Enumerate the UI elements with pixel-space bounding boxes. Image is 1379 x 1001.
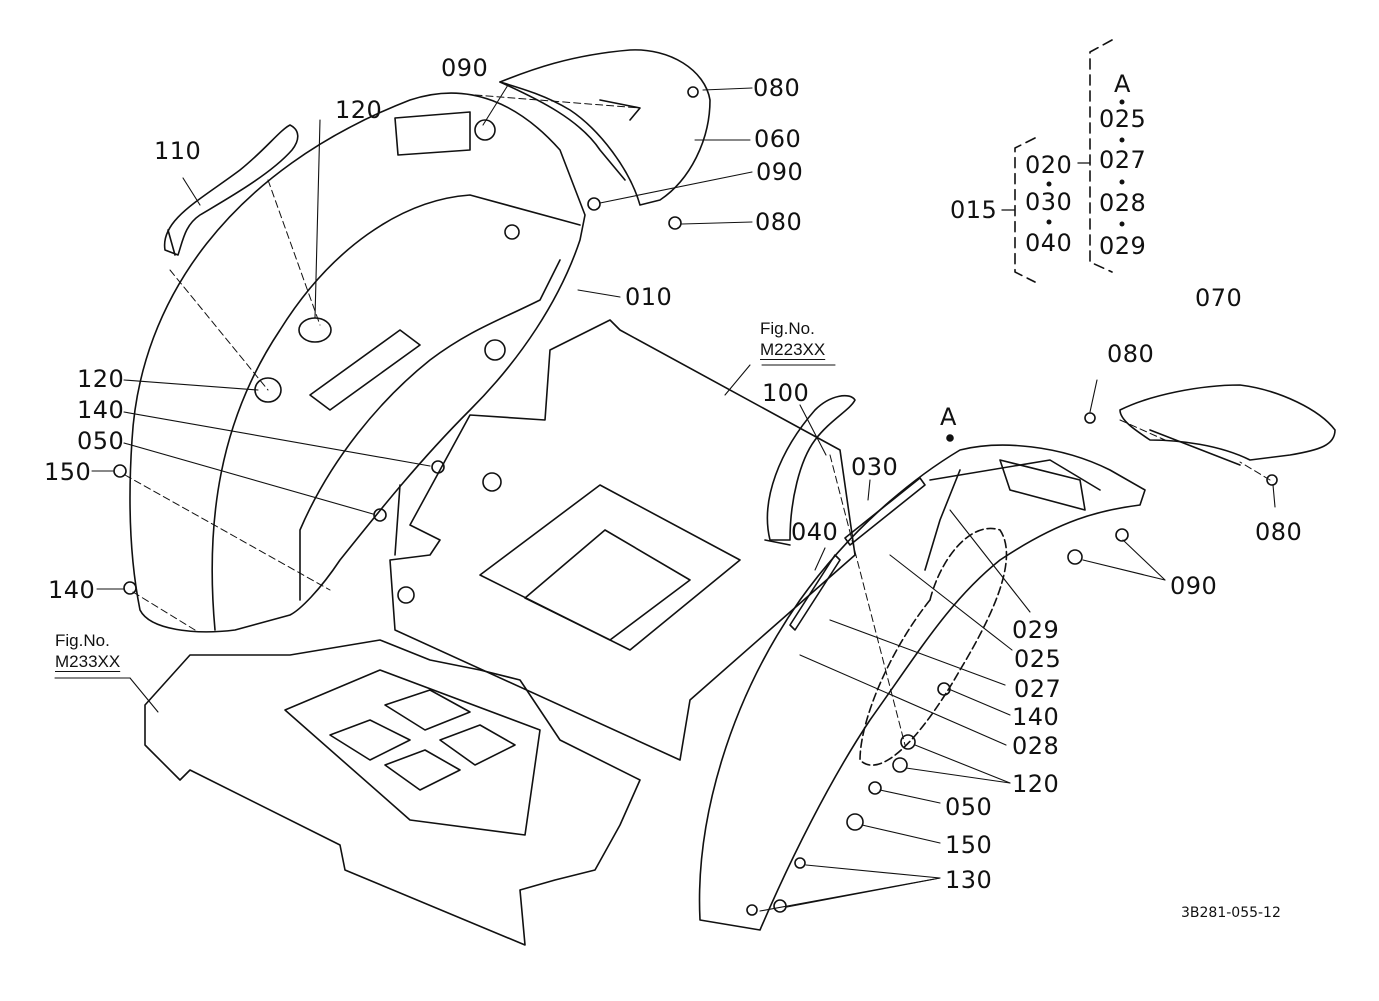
callout-010: 010 [625,283,673,311]
legend-group1-item: 020 [1025,151,1073,179]
document-code: 3B281-055-12 [1181,905,1281,921]
callout-090-mid: 090 [756,158,804,186]
legend-brackets [1014,39,1113,283]
figure-ref-label: Fig.No. [55,631,110,650]
leader-lines [54,84,1276,912]
callout-130: 130 [945,866,993,894]
callout-030: 030 [851,453,899,481]
strip-030 [844,477,926,546]
callout-027: 027 [1014,675,1062,703]
callout-140-right: 140 [1012,703,1060,731]
figure-ref-m223[interactable]: Fig.No. M223XX [760,318,825,361]
callout-080-top: 080 [753,74,801,102]
callout-080-mid: 080 [755,208,803,236]
strip-040 [789,554,841,631]
figure-ref-code[interactable]: M233XX [55,652,121,672]
callout-040: 040 [791,518,839,546]
legend-group2-item: 028 [1099,189,1147,217]
figure-ref-label: Fig.No. [760,319,815,338]
legend-group1-item: 030 [1025,188,1073,216]
callout-140-bottom: 140 [48,576,96,604]
legend-group2-item: 029 [1099,232,1147,260]
callout-029: 029 [1012,616,1060,644]
callout-110: 110 [154,137,202,165]
callout-090-right: 090 [1170,572,1218,600]
projection-lines [124,94,1271,746]
callout-050-left: 050 [77,427,125,455]
fasteners [113,86,1278,916]
callout-070: 070 [1195,284,1243,312]
callout-120-right: 120 [1012,770,1060,798]
callout-100: 100 [762,379,810,407]
callout-150-right: 150 [945,831,993,859]
side-panel-070 [1119,384,1336,466]
figure-ref-code[interactable]: M223XX [760,340,826,360]
callout-025: 025 [1014,645,1062,673]
callout-080-right-bottom: 080 [1255,518,1303,546]
grab-handle-110 [163,124,299,256]
floor-plate [144,639,641,946]
grab-handle-100 [764,394,856,546]
callout-A: A [940,403,957,431]
callout-028: 028 [1012,732,1060,760]
right-fender-A [698,444,1146,931]
legend-group1-item: 040 [1025,229,1073,257]
callout-120-left: 120 [77,365,125,393]
callout-050-right: 050 [945,793,993,821]
callout-080-right-top: 080 [1107,340,1155,368]
legend-group2-item: 025 [1099,105,1147,133]
left-fender-010 [129,92,586,633]
legend-group2-item: 027 [1099,146,1147,174]
legend-group2-header: A [1114,70,1131,98]
seat-frame [389,319,856,761]
callout-090-top: 090 [441,54,489,82]
callout-140-left: 140 [77,396,125,424]
side-panel-060 [499,49,711,206]
callout-150-left: 150 [44,458,92,486]
figure-ref-m233[interactable]: Fig.No. M233XX [55,630,120,673]
legend-root: 015 [950,196,998,224]
callout-120-top: 120 [335,96,383,124]
callout-060: 060 [754,125,802,153]
